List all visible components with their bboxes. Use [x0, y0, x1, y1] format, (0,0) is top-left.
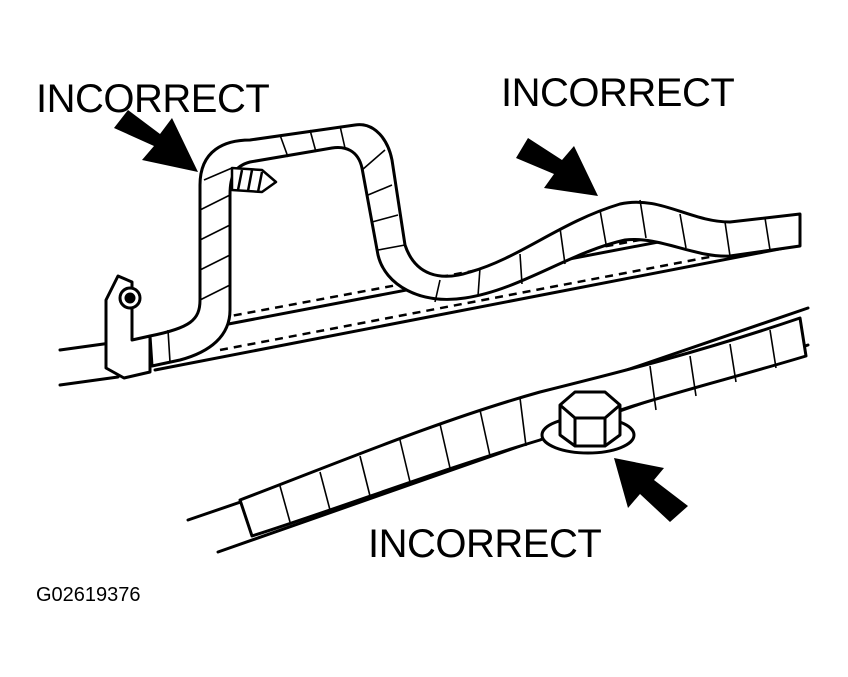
incorrect-label-bolt: INCORRECT	[368, 522, 602, 566]
incorrect-label-sag: INCORRECT	[501, 71, 735, 115]
arrow-icon-top-left	[114, 110, 198, 172]
arrow-icon-top-right	[516, 138, 598, 196]
bolt-head	[540, 390, 636, 455]
upper-harness-wrap-lines	[167, 125, 771, 363]
arrow-icon-bottom	[614, 458, 688, 522]
figure-code: G02619376	[36, 584, 141, 606]
lower-harness-wrap-lines	[279, 329, 777, 523]
harness-clamp	[104, 274, 152, 380]
screw-contact-point	[230, 166, 278, 194]
upper-harness	[148, 123, 802, 368]
incorrect-label-loop: INCORRECT	[36, 77, 270, 121]
